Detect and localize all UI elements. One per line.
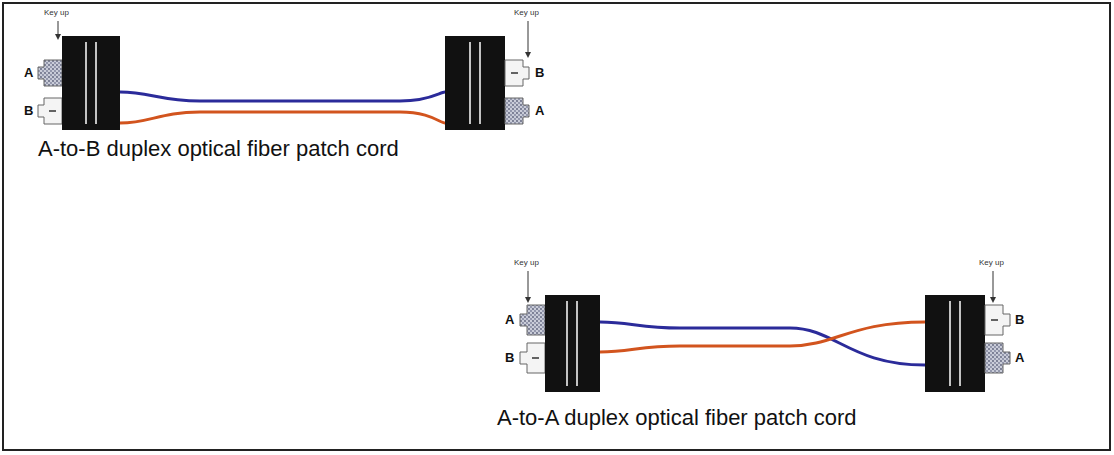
port-letter: A [1015,351,1024,365]
frame [3,3,1110,450]
port-letter: B [24,104,33,118]
port-letter: A [505,313,514,327]
port-letter: A [24,66,33,80]
port-letter: B [1015,313,1024,327]
port-letter: A [535,104,544,118]
key-label: Key up [979,259,1004,268]
caption-label: A-to-B duplex optical fiber patch cord [38,137,399,161]
a-to-a-cord [520,271,1010,392]
caption-label: A-to-A duplex optical fiber patch cord [497,406,857,430]
port-letter: B [505,351,514,365]
port-letter: B [535,66,544,80]
key-label: Key up [44,9,69,18]
a-to-b-cord [38,21,531,130]
key-label: Key up [514,9,539,18]
key-label: Key up [514,259,539,268]
